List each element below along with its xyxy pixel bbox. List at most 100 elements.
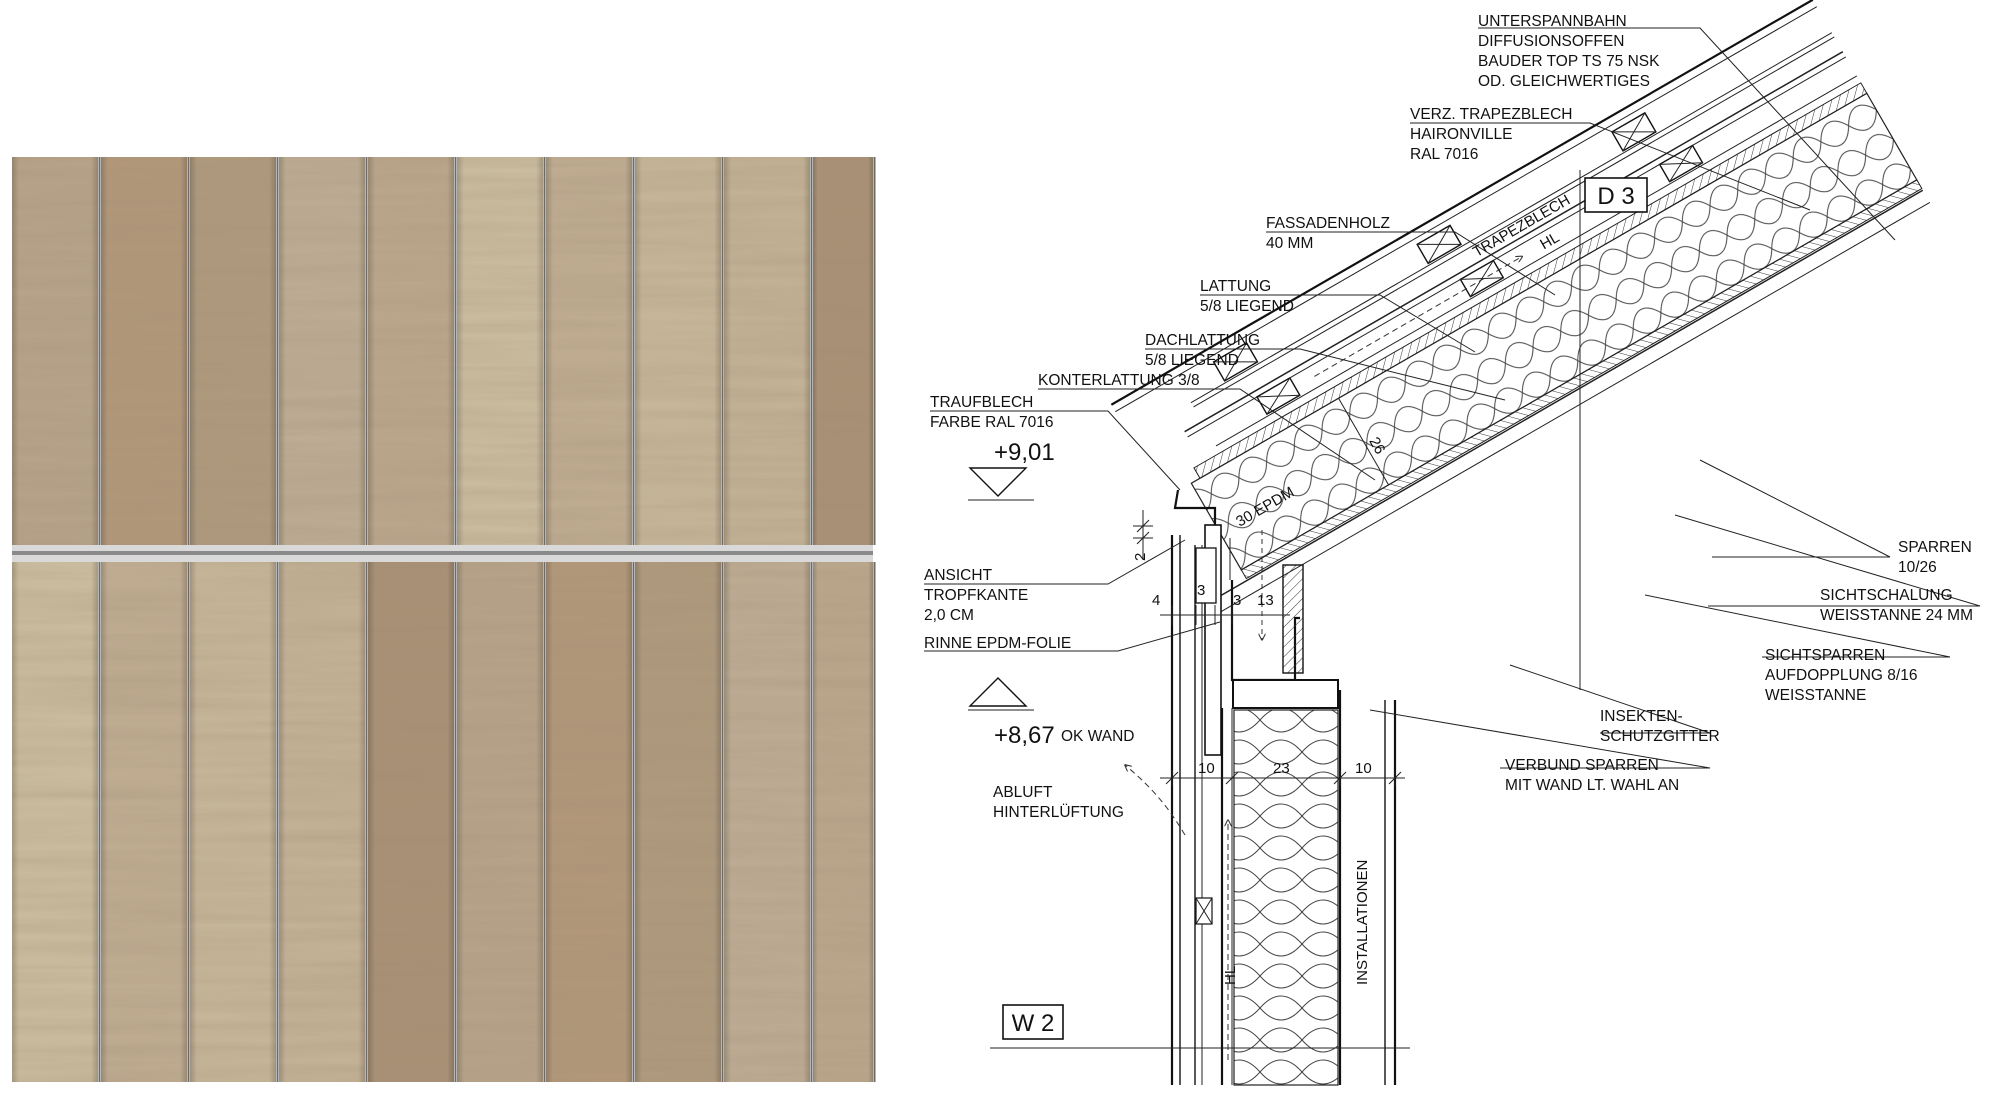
plank-edge-shade xyxy=(12,157,98,545)
level-marker-top: +9,01 xyxy=(968,439,1055,501)
plank-edge-shade xyxy=(813,562,873,1082)
wood-cladding-photo xyxy=(12,157,876,1082)
label-sichtschalung: SICHTSCHALUNG WEISSTANNE 24 MM xyxy=(1820,587,1973,624)
level-top: +9,01 xyxy=(994,439,1055,466)
label-traufblech: TRAUFBLECH FARBE RAL 7016 xyxy=(930,394,1054,431)
svg-text:HINTERLÜFTUNG: HINTERLÜFTUNG xyxy=(993,803,1124,821)
svg-text:MIT WAND LT. WAHL AN: MIT WAND LT. WAHL AN xyxy=(1505,777,1679,794)
plank-edge-shade xyxy=(101,157,187,545)
tag-w2: W 2 xyxy=(1012,1010,1055,1037)
plank-edge-shade xyxy=(635,562,721,1082)
wall-section: HL INSTALLATIONEN xyxy=(1125,489,1397,1086)
plank-edge-shade xyxy=(190,562,276,1082)
dim-4: 4 xyxy=(1152,592,1160,609)
level-bottom: +8,67 xyxy=(994,722,1055,749)
label-ansicht: ANSICHT TROPFKANTE 2,0 CM xyxy=(924,567,1028,624)
svg-text:UNTERSPANNBAHN: UNTERSPANNBAHN xyxy=(1478,13,1627,30)
tag-w2-box xyxy=(1002,1004,1064,1040)
svg-text:SCHUTZGITTER: SCHUTZGITTER xyxy=(1600,728,1720,745)
svg-text:AUFDOPPLUNG 8/16: AUFDOPPLUNG 8/16 xyxy=(1765,667,1917,684)
svg-text:RINNE EPDM-FOLIE: RINNE EPDM-FOLIE xyxy=(924,635,1071,652)
plank-edge-shade xyxy=(724,562,810,1082)
level-bottom-suffix: OK WAND xyxy=(1061,728,1134,745)
plank-edge-shade xyxy=(635,157,721,545)
svg-text:VERBUND SPARREN: VERBUND SPARREN xyxy=(1505,757,1659,774)
plank-edge-shade xyxy=(368,562,454,1082)
dim-13: 13 xyxy=(1257,592,1274,609)
dim-3a: 3 xyxy=(1197,582,1205,599)
batten-5 xyxy=(1459,259,1505,298)
svg-text:TRAUFBLECH: TRAUFBLECH xyxy=(930,394,1033,411)
label-abluft: ABLUFT HINTERLÜFTUNG xyxy=(993,784,1124,821)
plank-edge-shade xyxy=(12,562,98,1082)
svg-text:SICHTSCHALUNG: SICHTSCHALUNG xyxy=(1820,587,1953,604)
label-konterlattung: KONTERLATTUNG 3/8 xyxy=(1038,372,1200,389)
label-dachlattung: DACHLATTUNG 5/8 LIEGEND xyxy=(1145,332,1260,369)
leader-lines xyxy=(924,27,1981,769)
svg-text:ABLUFT: ABLUFT xyxy=(993,784,1053,801)
label-trapezblech: VERZ. TRAPEZBLECH HAIRONVILLE RAL 7016 xyxy=(1410,106,1573,163)
plank-edge-shade xyxy=(724,157,810,545)
plank-edge-shade xyxy=(457,562,543,1082)
svg-text:40 MM: 40 MM xyxy=(1266,235,1313,252)
hl-wall-label: HL xyxy=(1222,966,1239,985)
tag-d3-box xyxy=(1584,177,1648,213)
svg-text:RAL 7016: RAL 7016 xyxy=(1410,146,1478,163)
svg-text:WEISSTANNE 24 MM: WEISSTANNE 24 MM xyxy=(1820,607,1973,624)
svg-text:DIFFUSIONSOFFEN: DIFFUSIONSOFFEN xyxy=(1478,33,1624,50)
svg-text:ANSICHT: ANSICHT xyxy=(924,567,993,584)
installationen-label: INSTALLATIONEN xyxy=(1354,860,1371,985)
svg-text:5/8 LIEGEND: 5/8 LIEGEND xyxy=(1200,298,1294,315)
svg-text:SPARREN: SPARREN xyxy=(1898,539,1972,556)
label-insekten: INSEKTEN- SCHUTZGITTER xyxy=(1600,708,1720,745)
plank-edge-shade xyxy=(457,157,543,545)
svg-text:KONTERLATTUNG 3/8: KONTERLATTUNG 3/8 xyxy=(1038,372,1200,389)
batten-6 xyxy=(1658,144,1704,183)
plank-edge-shade xyxy=(368,157,454,545)
svg-text:BAUDER TOP TS 75 NSK: BAUDER TOP TS 75 NSK xyxy=(1478,53,1660,70)
label-verbund: VERBUND SPARREN MIT WAND LT. WAHL AN xyxy=(1505,757,1679,794)
dim-10b: 10 xyxy=(1355,760,1372,777)
svg-text:WEISSTANNE: WEISSTANNE xyxy=(1765,687,1866,704)
svg-text:FASSADENHOLZ: FASSADENHOLZ xyxy=(1266,215,1390,232)
svg-text:10/26: 10/26 xyxy=(1898,559,1937,576)
svg-text:VERZ. TRAPEZBLECH: VERZ. TRAPEZBLECH xyxy=(1410,106,1573,123)
trapezblech-inline-label: TRAPEZBLECH xyxy=(1470,192,1573,261)
svg-text:TROPFKANTE: TROPFKANTE xyxy=(924,587,1028,604)
batten-3 xyxy=(1611,111,1657,152)
svg-text:HAIRONVILLE: HAIRONVILLE xyxy=(1410,126,1513,143)
dim-26: 26 xyxy=(1365,434,1388,457)
roof-buildup: HL TRAPEZBLECH 26 30 EPDM xyxy=(1110,0,1931,613)
label-sparren: SPARREN 10/26 xyxy=(1898,539,1972,576)
plank-edge-shade xyxy=(813,157,873,545)
level-marker-bottom: +8,67 OK WAND xyxy=(968,677,1134,749)
label-rinne: RINNE EPDM-FOLIE xyxy=(924,635,1071,652)
wood-planks xyxy=(12,157,876,1082)
label-unterspannbahn: UNTERSPANNBAHN DIFFUSIONSOFFEN BAUDER TO… xyxy=(1478,13,1660,90)
dim-3b: 3 xyxy=(1233,592,1241,609)
plank-edge-shade xyxy=(190,157,276,545)
svg-text:DACHLATTUNG: DACHLATTUNG xyxy=(1145,332,1260,349)
label-fassadenholz: FASSADENHOLZ 40 MM xyxy=(1266,215,1390,252)
label-sichtsparren: SICHTSPARREN AUFDOPPLUNG 8/16 WEISSTANNE xyxy=(1765,647,1917,704)
batten-2 xyxy=(1416,224,1462,265)
svg-text:SICHTSPARREN: SICHTSPARREN xyxy=(1765,647,1885,664)
dimension-lines: 2 4 3 3 13 10 23 10 xyxy=(1132,510,1405,786)
dim-23: 23 xyxy=(1273,760,1290,777)
plank-edge-shade xyxy=(279,562,365,1082)
svg-text:LATTUNG: LATTUNG xyxy=(1200,278,1271,295)
svg-text:FARBE RAL 7016: FARBE RAL 7016 xyxy=(930,414,1054,431)
batten-4 xyxy=(1255,376,1301,416)
tag-d3: D 3 xyxy=(1597,183,1634,210)
plank-edge-shade xyxy=(546,157,632,545)
dim-10a: 10 xyxy=(1198,760,1215,777)
svg-text:INSEKTEN-: INSEKTEN- xyxy=(1600,708,1683,725)
svg-text:OD. GLEICHWERTIGES: OD. GLEICHWERTIGES xyxy=(1478,73,1650,90)
plank-edge-shade xyxy=(101,562,187,1082)
dim-2: 2 xyxy=(1132,553,1149,561)
svg-text:5/8 LIEGEND: 5/8 LIEGEND xyxy=(1145,352,1239,369)
plank-edge-shade xyxy=(279,157,365,545)
plank-edge-shade xyxy=(546,562,632,1082)
svg-text:2,0 CM: 2,0 CM xyxy=(924,607,974,624)
